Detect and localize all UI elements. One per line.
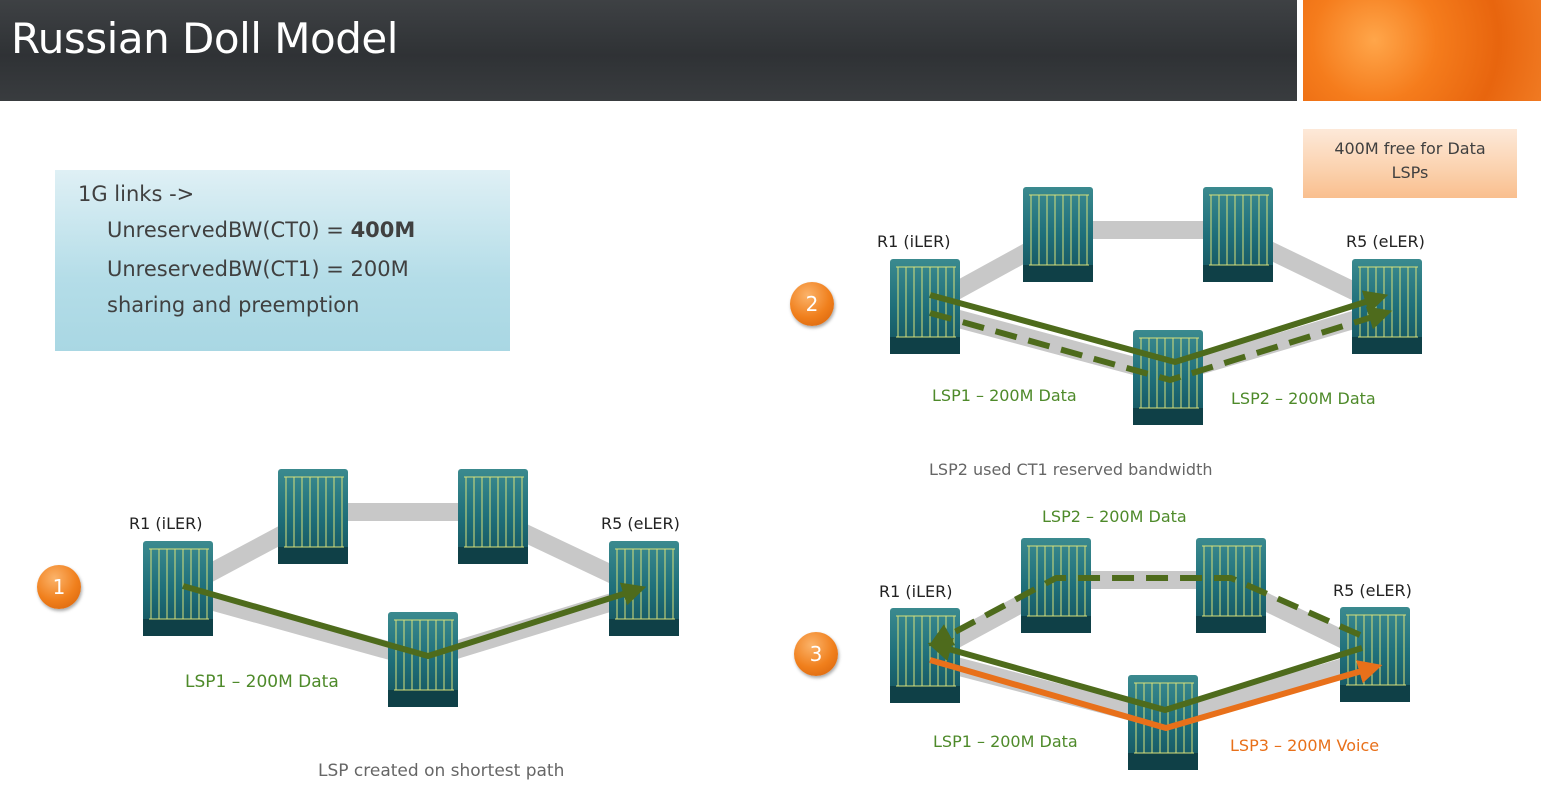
scenario3-lsp1-label: LSP1 – 200M Data	[933, 732, 1078, 751]
info-ct0-label: UnreservedBW(CT0) =	[107, 218, 351, 242]
info-box: 1G links -> UnreservedBW(CT0) = 400M Unr…	[55, 170, 510, 351]
router-icon	[143, 541, 213, 636]
scenario3-lsp2-path	[928, 575, 1362, 647]
router-icon	[1196, 538, 1266, 633]
scenario2-lsp2-label: LSP2 – 200M Data	[1231, 389, 1376, 408]
router-icon	[1203, 187, 1273, 282]
step-number-badge: 1	[37, 565, 81, 609]
step-number-badge: 3	[794, 632, 838, 676]
router-icon	[890, 259, 960, 354]
slide-title: Russian Doll Model	[11, 14, 398, 63]
router-icon	[890, 608, 960, 703]
info-line-links: 1G links ->	[78, 182, 195, 206]
scenario2-lsp1-path	[929, 290, 1389, 365]
scenario3-egress-label: R5 (eLER)	[1333, 581, 1412, 600]
router-icon	[609, 541, 679, 636]
scenario3-lsp2-label: LSP2 – 200M Data	[1042, 507, 1187, 526]
router-icon	[388, 612, 458, 707]
scenario2-caption: LSP2 used CT1 reserved bandwidth	[929, 460, 1213, 479]
note-line-2: LSPs	[1391, 163, 1429, 182]
scenario3-lsp3-label: LSP3 – 200M Voice	[1230, 736, 1380, 755]
router-icon	[1128, 675, 1198, 770]
info-line-sharing: sharing and preemption	[107, 293, 360, 317]
router-icon	[1352, 259, 1422, 354]
info-line-ct0: UnreservedBW(CT0) = 400M	[107, 218, 415, 242]
scenario1-lsp1-label: LSP1 – 200M Data	[185, 672, 339, 692]
scenario1-caption: LSP created on shortest path	[318, 761, 565, 781]
scenario3-lsp3-path	[929, 657, 1383, 731]
note-line-1: 400M free for Data	[1334, 139, 1486, 158]
scenario2-egress-label: R5 (eLER)	[1346, 232, 1425, 251]
step-number-badge: 2	[790, 282, 834, 326]
scenario2-ingress-label: R1 (iLER)	[877, 232, 951, 251]
scenario3-lsp1-path	[927, 638, 1363, 713]
scenario1-egress-label: R5 (eLER)	[601, 514, 680, 533]
free-bandwidth-note: 400M free for Data LSPs	[1303, 129, 1517, 198]
scenario2-lsp2-path	[929, 306, 1393, 383]
router-icon	[1023, 187, 1093, 282]
router-icon	[278, 469, 348, 564]
scenario2-lsp1-label: LSP1 – 200M Data	[932, 386, 1077, 405]
header-accent-image	[1303, 0, 1541, 101]
info-ct0-value: 400M	[350, 218, 416, 242]
title-bar: Russian Doll Model	[0, 0, 1297, 101]
router-icon	[458, 469, 528, 564]
router-icon	[1021, 538, 1091, 633]
scenario1-ingress-label: R1 (iLER)	[129, 514, 203, 533]
scenario1-lsp1-path	[182, 582, 647, 659]
link-r1-bottom	[169, 583, 432, 669]
scenario3-routers	[890, 538, 1410, 770]
info-line-ct1: UnreservedBW(CT1) = 200M	[107, 257, 409, 281]
scenario3-ingress-label: R1 (iLER)	[879, 582, 953, 601]
